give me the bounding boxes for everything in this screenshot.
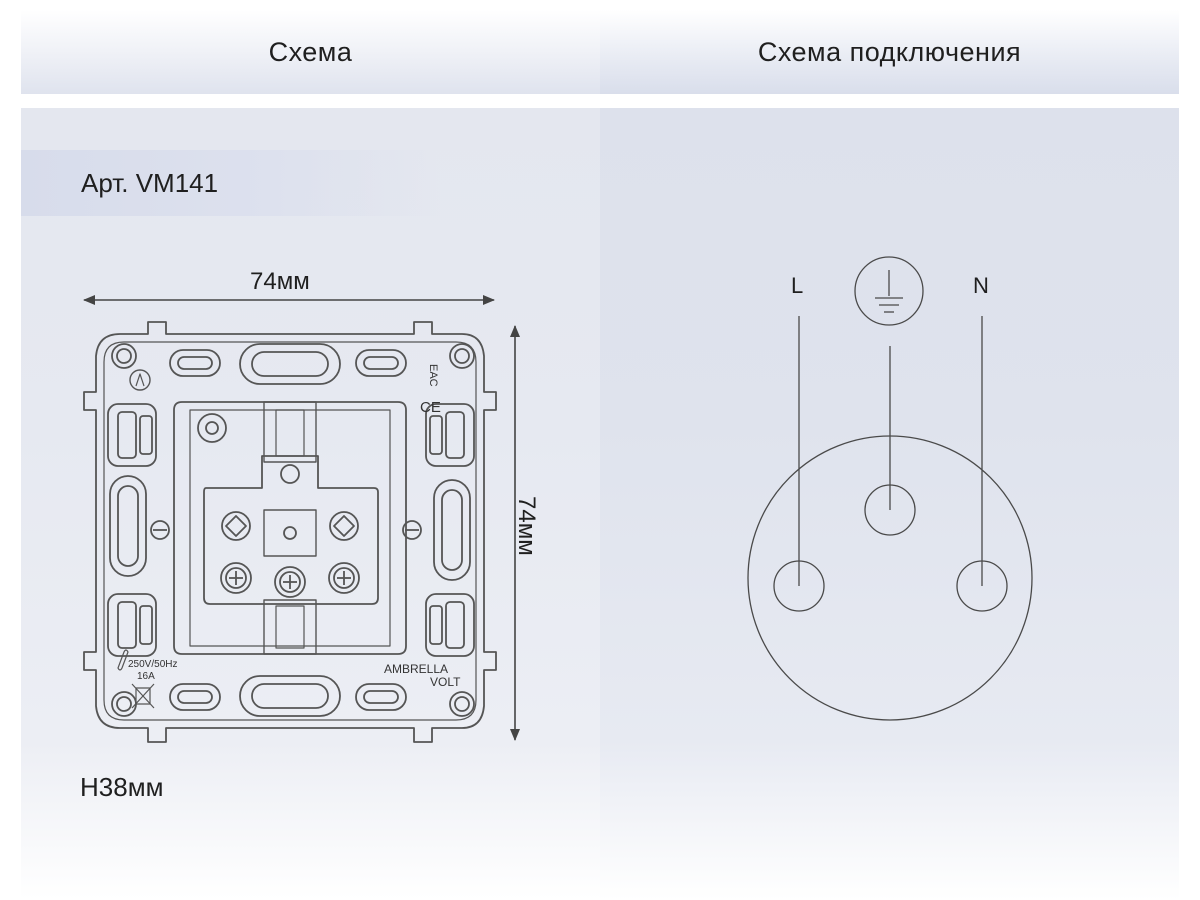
brand-text-line1: AMBRELLA [384,662,448,676]
brand-text-line2: VOLT [430,675,461,689]
rating-current-text: 16A [137,671,155,682]
socket-mechanism-drawing [83,321,497,743]
eac-mark-text: EAC [427,364,439,387]
neutral-label: N [973,273,989,298]
width-dimension-label: 74мм [250,268,310,295]
device-markings: 250V/50Hz 16A AMBRELLA VOLT CE EAC [128,364,461,689]
article-bar: Арт. VM141 [21,150,441,216]
depth-label: H38мм [80,772,164,802]
live-label: L [791,273,803,298]
header-wiring-label: Схема подключения [757,36,1022,67]
article-label: Арт. VM141 [81,167,219,198]
earth-ground-icon [854,256,924,326]
ce-mark-text: CE [420,399,441,416]
header-scheme: Схема [21,10,600,94]
header-scheme-label: Схема [268,36,353,67]
header-wiring: Схема подключения [600,10,1179,94]
rating-voltage-text: 250V/50Hz [128,659,177,670]
wiring-diagram [747,256,1033,721]
